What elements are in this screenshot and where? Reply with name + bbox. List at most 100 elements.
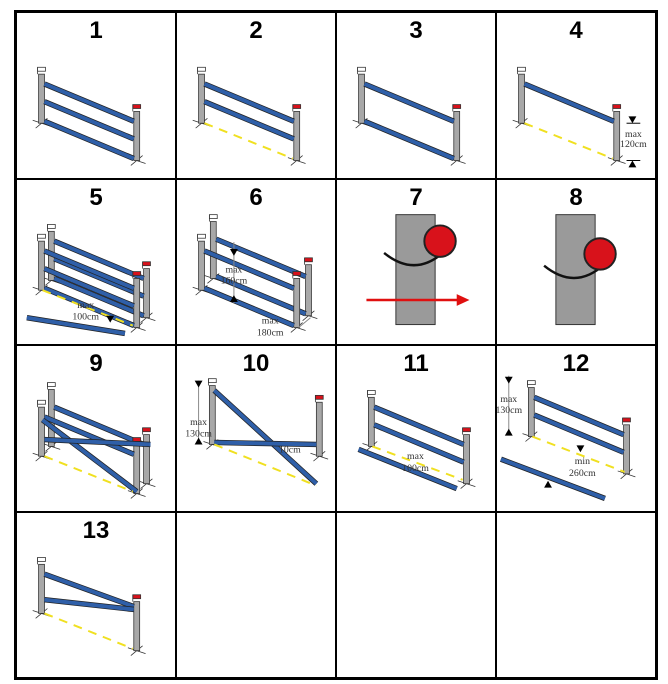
rail [43, 248, 135, 290]
rail [373, 423, 465, 464]
fence-number: 7 [409, 183, 423, 211]
post [463, 434, 470, 485]
red-flag [622, 417, 631, 423]
red-flag-marker [583, 236, 617, 271]
red-flag [292, 104, 302, 109]
rail [26, 315, 126, 335]
fence-cell-3: 3 [336, 12, 496, 179]
arrow-icon [628, 160, 637, 168]
measure-label: 100cm [402, 463, 429, 474]
measure-label: 130cm [185, 429, 212, 440]
post [358, 73, 365, 124]
red-flag [612, 104, 622, 109]
rail [43, 415, 135, 457]
post [293, 111, 301, 161]
fence-number: 6 [249, 183, 263, 211]
measure-label: max [190, 417, 207, 428]
rail [43, 99, 135, 141]
fence-number: 9 [89, 350, 103, 377]
measure-label: 130cm [497, 405, 522, 416]
arrow-icon [106, 315, 115, 323]
measure-label: 120cm [620, 139, 647, 150]
fence-number: 13 [82, 516, 110, 544]
fence-cell-2: 2 [176, 12, 336, 179]
rail [500, 457, 606, 501]
start-line [531, 435, 625, 473]
rail [214, 440, 317, 447]
rail [357, 447, 458, 491]
rail [215, 236, 307, 278]
rail [363, 82, 455, 124]
rail [533, 395, 625, 437]
fence-diagram [32, 556, 146, 656]
white-flag [47, 223, 56, 229]
post [453, 111, 461, 161]
standard-post [555, 213, 596, 325]
measure-label: 10cm [279, 444, 301, 455]
rail [44, 597, 134, 611]
fence-cell-1: 1 [16, 12, 176, 179]
rail [212, 389, 318, 486]
measure-label: 160cm [221, 275, 248, 286]
fence-cell-7: 7 [336, 178, 496, 345]
arrow-icon [229, 248, 238, 256]
arrow-icon [628, 116, 637, 124]
measure-label: max [407, 451, 424, 462]
fence-number: 11 [403, 350, 429, 377]
rail [203, 248, 295, 290]
start-line [371, 445, 463, 481]
rail [53, 256, 145, 298]
rail [215, 274, 307, 316]
red-flag [304, 256, 313, 262]
start-line [213, 443, 317, 487]
post [133, 600, 141, 651]
post [293, 277, 301, 328]
fence-diagram [337, 513, 495, 678]
red-flag [462, 427, 471, 433]
rail [53, 238, 145, 280]
red-flag [132, 270, 142, 276]
fence-diagram [366, 213, 470, 325]
post [518, 73, 525, 124]
rail [523, 82, 615, 124]
white-flag [197, 66, 206, 72]
measure-label: 100cm [72, 311, 99, 322]
rail [53, 276, 145, 318]
fence-cell-9: 9 [16, 345, 176, 512]
fence-number: 3 [409, 17, 423, 44]
dim-line [298, 316, 311, 328]
rail [363, 119, 455, 161]
post [315, 401, 323, 457]
arrow-icon [229, 294, 238, 302]
fence-cell-empty [176, 511, 336, 678]
post [38, 406, 45, 457]
fence-number: 2 [249, 17, 263, 44]
post [613, 111, 621, 161]
post [305, 263, 312, 316]
red-flag [314, 394, 324, 400]
start-line [44, 455, 134, 493]
measure-label: max [77, 299, 94, 310]
fence-cell-empty [336, 511, 496, 678]
white-flag [37, 233, 46, 239]
rail [203, 285, 295, 327]
arrow-icon [504, 376, 513, 384]
arrow-icon [576, 445, 585, 453]
post [143, 434, 150, 485]
measure-label: 180cm [257, 327, 284, 338]
arrow-icon [194, 437, 203, 445]
rail [44, 437, 151, 447]
fence-cell-8: 8 [496, 178, 656, 345]
white-flag [37, 66, 46, 72]
arrow-icon [544, 480, 552, 488]
start-line [42, 288, 134, 326]
